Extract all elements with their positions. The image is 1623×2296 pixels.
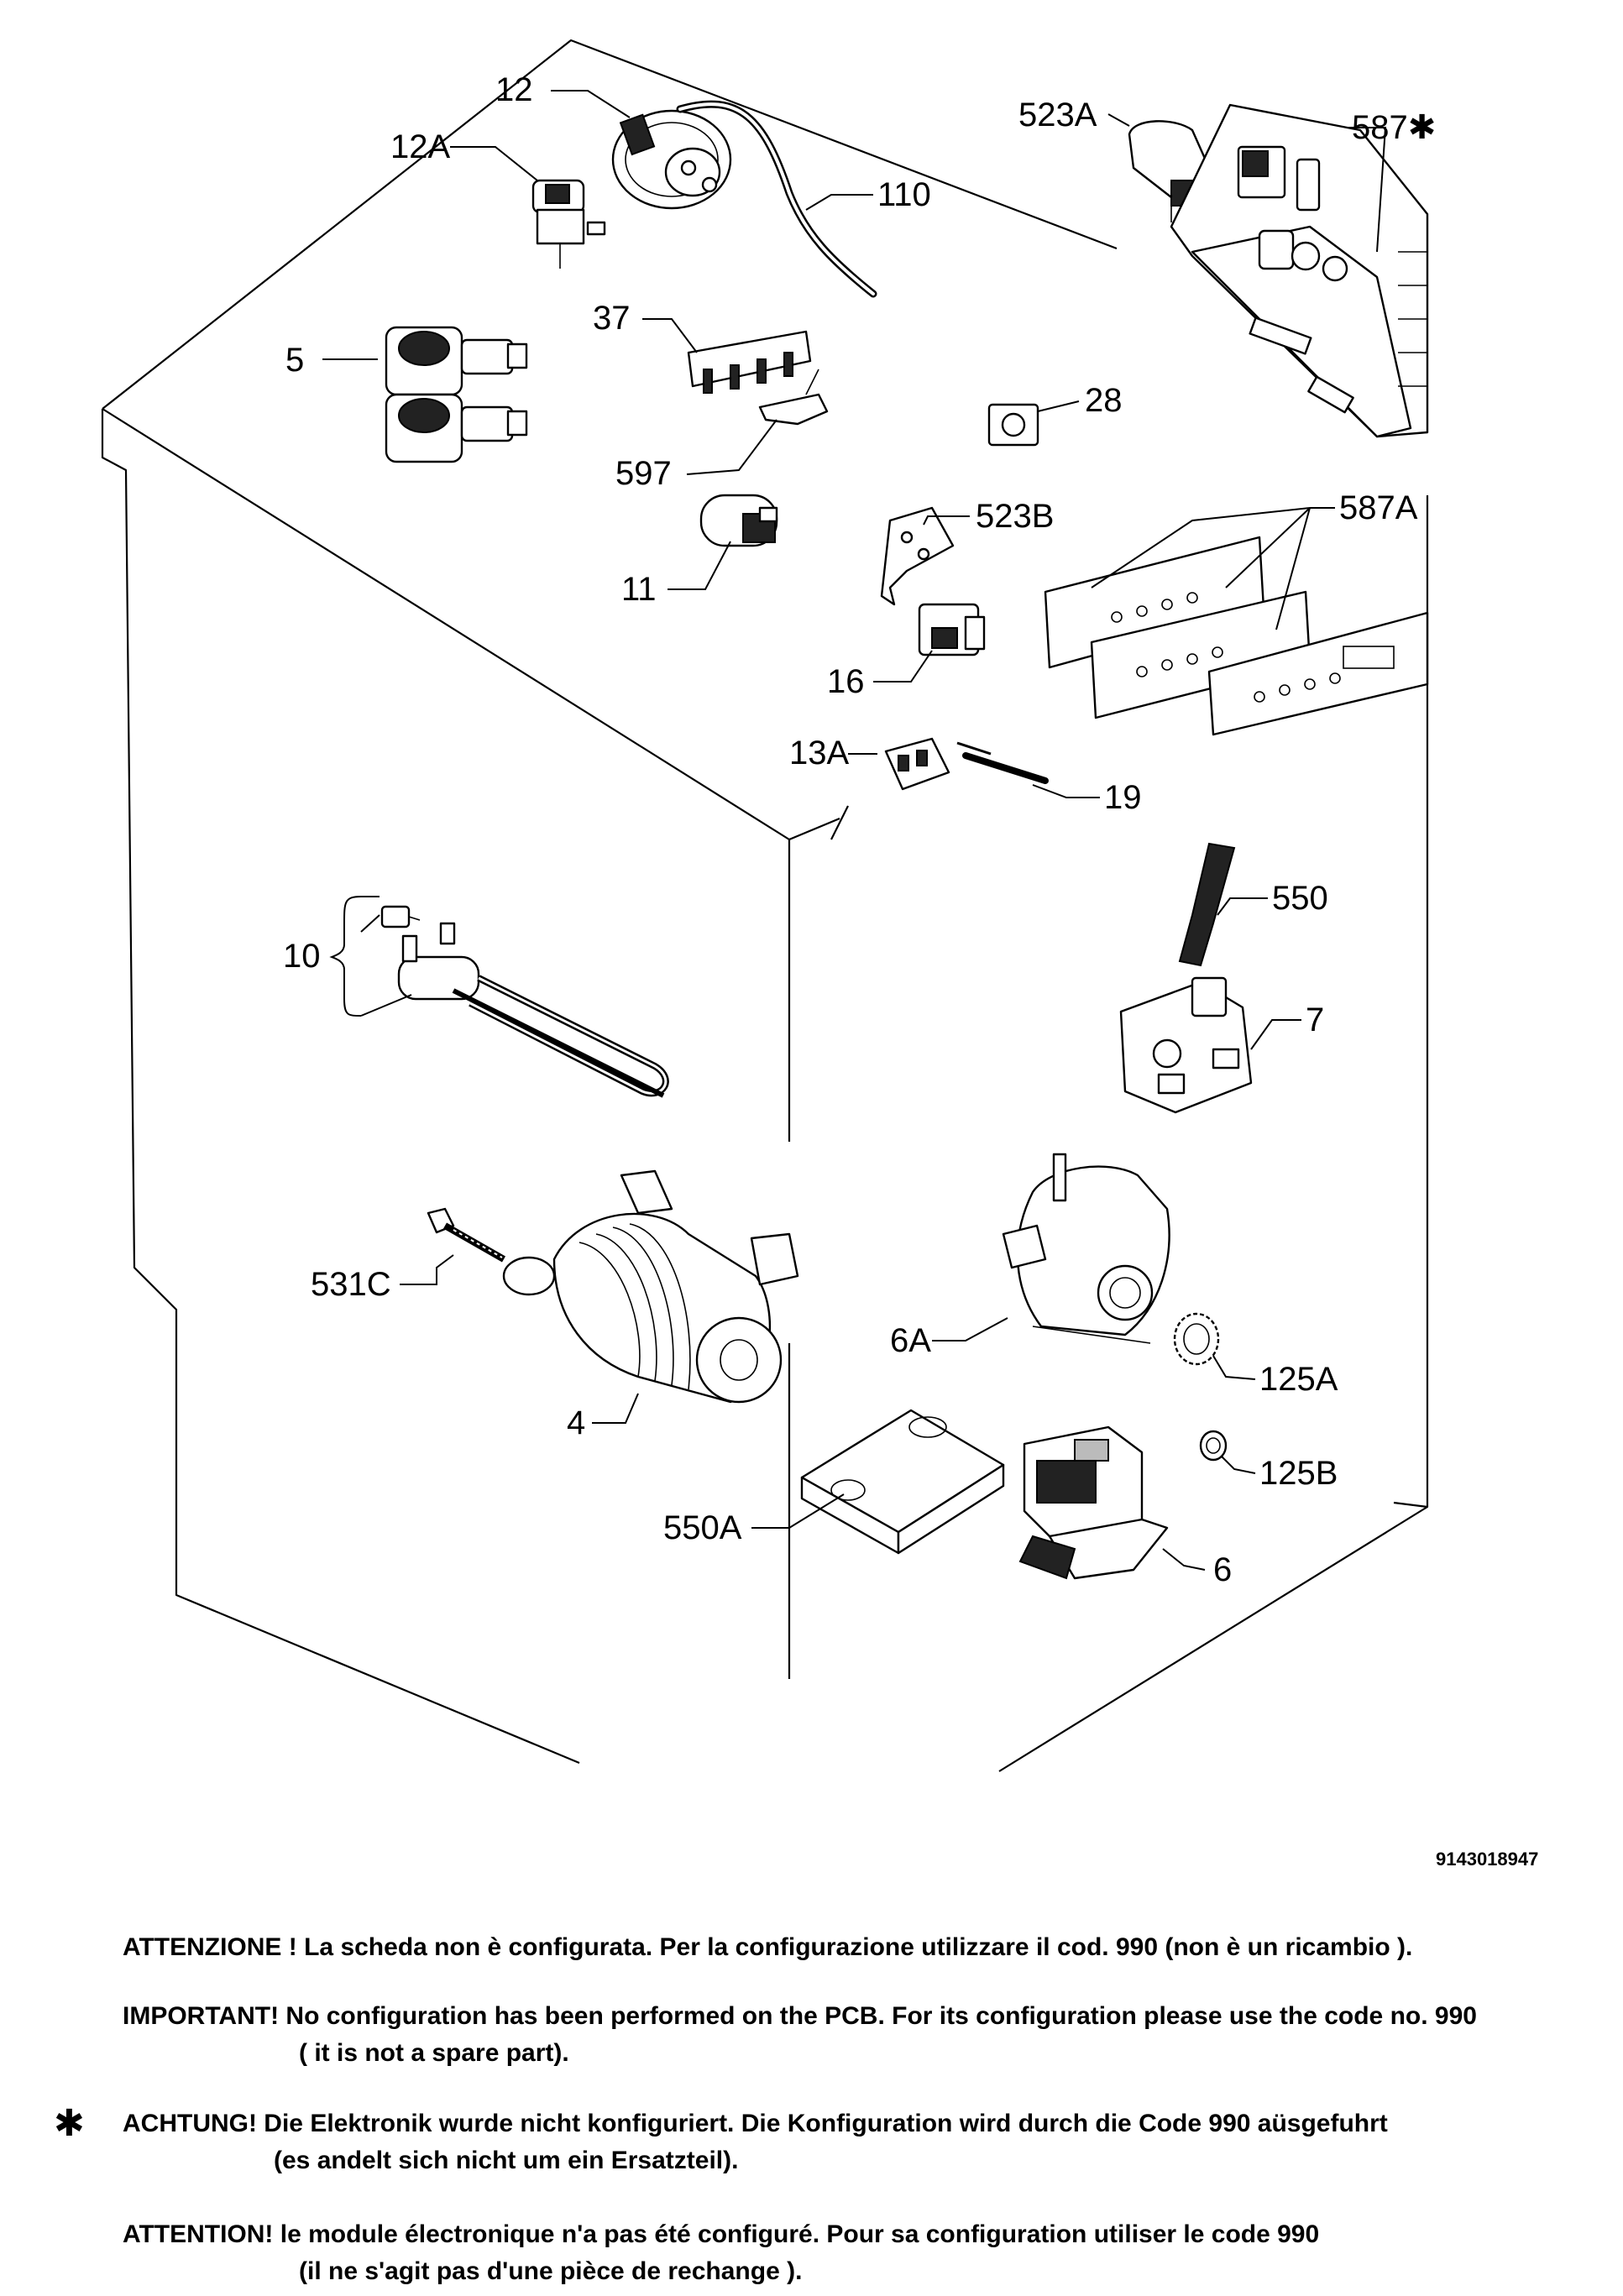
door-lock-16[interactable] (918, 603, 986, 656)
clip-597[interactable] (758, 369, 829, 426)
label-125b: 125B (1259, 1455, 1338, 1492)
interlock-7[interactable] (1119, 976, 1253, 1114)
note-french: ATTENTION! le module électronique n'a pa… (123, 2216, 1319, 2290)
note-italian-text: ATTENZIONE ! La scheda non è configurata… (123, 1933, 1413, 1961)
note-french-line1: ATTENTION! le module électronique n'a pa… (123, 2220, 1320, 2248)
note-english: IMPORTANT! No configuration has been per… (123, 1998, 1477, 2072)
lever-550[interactable] (1178, 842, 1236, 967)
label-12a: 12A (390, 128, 450, 165)
label-523a: 523A (1018, 97, 1097, 133)
label-4: 4 (567, 1404, 585, 1441)
label-110: 110 (877, 176, 931, 213)
note-german-line1: ACHTUNG! Die Elektronik wurde nicht konf… (123, 2110, 1388, 2137)
capacitor-11[interactable] (699, 494, 778, 547)
connector-13a[interactable] (884, 737, 950, 791)
heating-element-10[interactable] (380, 905, 669, 1098)
label-531c: 531C (311, 1266, 391, 1303)
terminal-block-37[interactable] (687, 330, 812, 394)
label-13a: 13A (789, 735, 849, 771)
note-english-line2: ( it is not a spare part). (299, 2039, 569, 2067)
drawing-code: 9143018947 (1436, 1849, 1538, 1870)
label-523b: 523B (976, 498, 1054, 535)
note-french-line2: (il ne s'agit pas d'une pièce de rechang… (299, 2257, 803, 2285)
label-10: 10 (283, 938, 321, 975)
pressure-hose-110-inner (678, 102, 875, 295)
exploded-parts-diagram: 12 12A 110 523A 587✱ 5 37 28 597 523B 58… (101, 39, 1538, 1870)
seal-ring-125b[interactable] (1199, 1430, 1228, 1462)
label-19: 19 (1104, 779, 1142, 816)
label-16: 16 (827, 663, 865, 700)
label-5: 5 (285, 342, 304, 379)
asterisk-marker: ✱ (54, 2102, 85, 2145)
note-german: ACHTUNG! Die Elektronik wurde nicht konf… (123, 2105, 1388, 2179)
control-panels-587a[interactable] (1044, 536, 1429, 736)
note-german-line2: (es andelt sich nicht um ein Ersatzteil)… (274, 2147, 739, 2174)
inlet-valve-5[interactable] (385, 326, 528, 463)
label-550a: 550A (663, 1509, 742, 1546)
label-37: 37 (593, 300, 631, 337)
label-28: 28 (1085, 382, 1123, 419)
motor-4[interactable] (502, 1169, 799, 1404)
temperature-sensor-19[interactable] (956, 741, 1049, 784)
label-587-star: 587✱ (1352, 109, 1436, 146)
note-italian: ATTENZIONE ! La scheda non è configurata… (123, 1929, 1412, 1966)
bracket-523b[interactable] (880, 506, 955, 606)
label-12: 12 (495, 71, 533, 108)
label-587a: 587A (1339, 489, 1418, 526)
drain-pump-6[interactable] (1018, 1425, 1169, 1580)
pump-housing-6a[interactable] (1002, 1153, 1170, 1344)
label-7: 7 (1306, 1002, 1324, 1038)
cabinet-outline (101, 39, 1429, 1772)
label-6: 6 (1213, 1551, 1232, 1588)
electronic-module-587star[interactable] (1170, 103, 1429, 438)
seal-ring-125a[interactable] (1173, 1312, 1220, 1366)
label-11: 11 (621, 571, 657, 608)
label-550: 550 (1272, 880, 1328, 917)
label-6a: 6A (890, 1322, 931, 1359)
label-597: 597 (615, 455, 672, 492)
label-125a: 125A (1259, 1361, 1338, 1398)
cover-550a[interactable] (800, 1409, 1005, 1555)
gasket-28[interactable] (987, 403, 1039, 447)
note-english-line1: IMPORTANT! No configuration has been per… (123, 2002, 1477, 2030)
screw-531c[interactable] (427, 1207, 505, 1263)
pressure-sensor-12a[interactable] (531, 179, 606, 269)
leader-lines (322, 90, 1387, 1571)
pressure-switch-12[interactable] (611, 109, 732, 210)
